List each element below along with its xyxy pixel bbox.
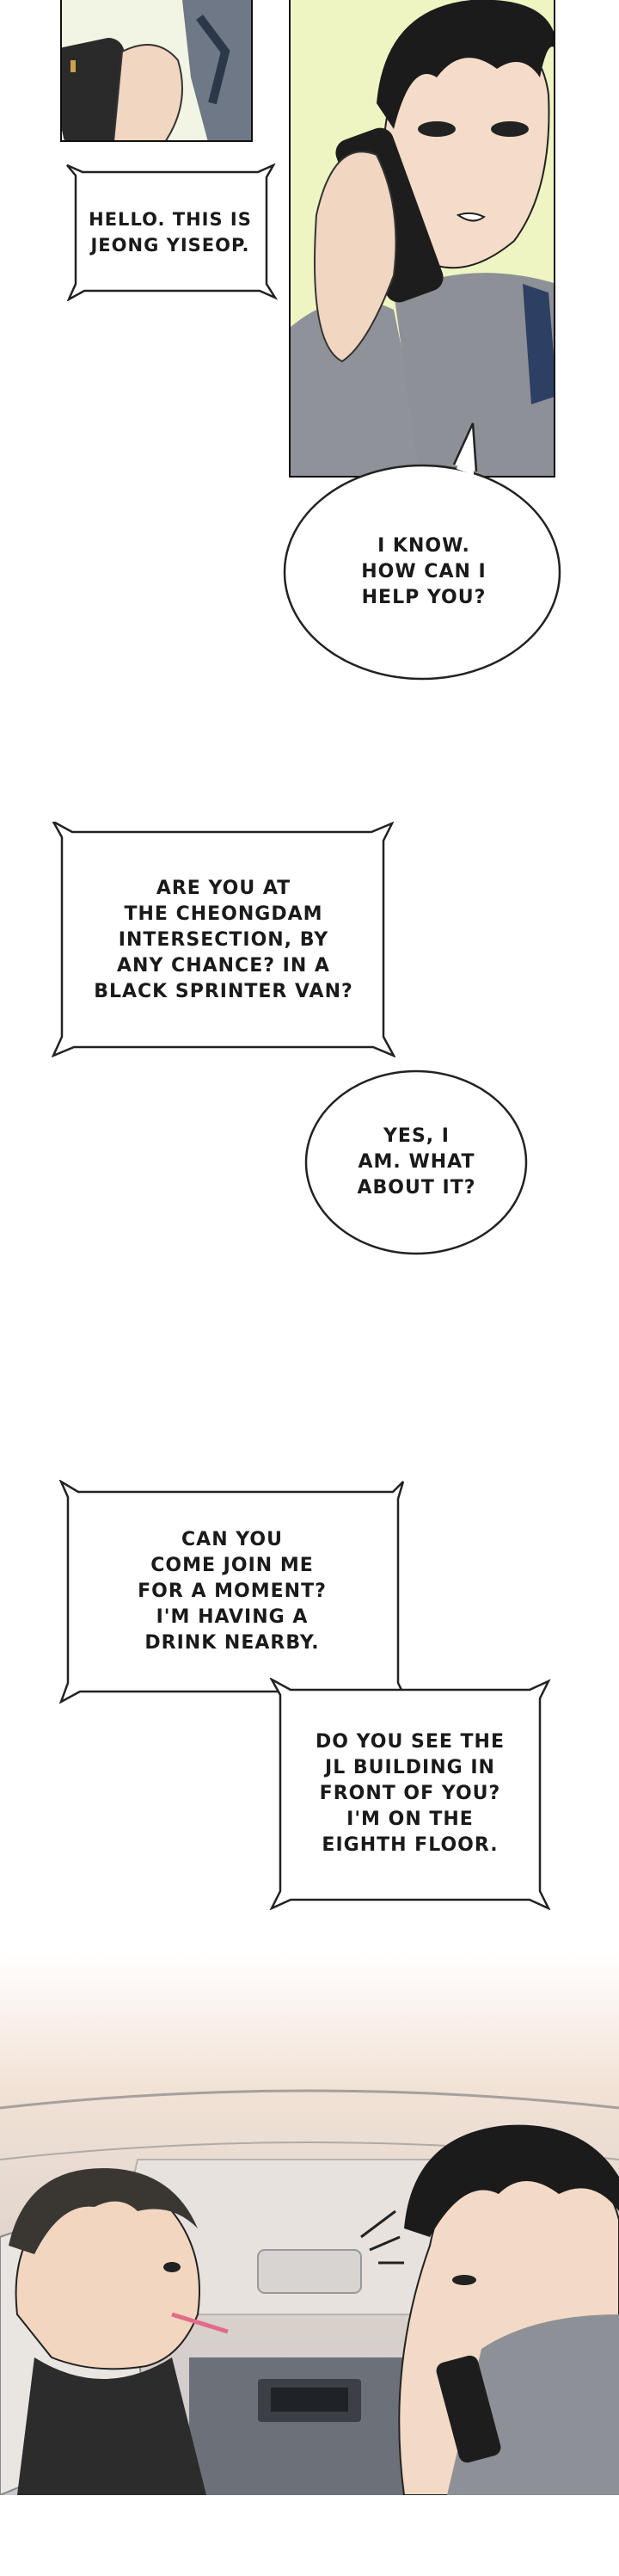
phone-hand-illustration (62, 0, 251, 140)
panel-man-on-phone (289, 0, 555, 478)
speech-box-1: HELLO. THIS IS JEONG YISEOP. (60, 163, 280, 301)
speech-box-3-shape (52, 822, 395, 1058)
speech-bubble-2-shape (283, 422, 561, 681)
speech-box-6: DO YOU SEE THE JL BUILDING IN FRONT OF Y… (268, 1678, 552, 1910)
speech-box-3: ARE YOU AT THE CHEONGDAM INTERSECTION, B… (52, 822, 395, 1058)
speech-bubble-4: YES, I AM. WHAT ABOUT IT? (303, 1067, 530, 1258)
speech-box-5-shape (58, 1480, 408, 1704)
panel-van-interior (0, 1953, 619, 2495)
speech-box-6-shape (269, 1678, 551, 1910)
panel-phone-hand (60, 0, 253, 142)
speech-bubble-2: I KNOW. HOW CAN I HELP YOU? (282, 404, 566, 688)
van-interior-illustration (0, 1953, 619, 2495)
man-on-phone-illustration (291, 0, 554, 476)
speech-box-1-shape (66, 163, 279, 301)
speech-bubble-4-shape (304, 1069, 528, 1255)
speech-box-5: CAN YOU COME JOIN ME FOR A MOMENT? I'M H… (56, 1480, 408, 1704)
